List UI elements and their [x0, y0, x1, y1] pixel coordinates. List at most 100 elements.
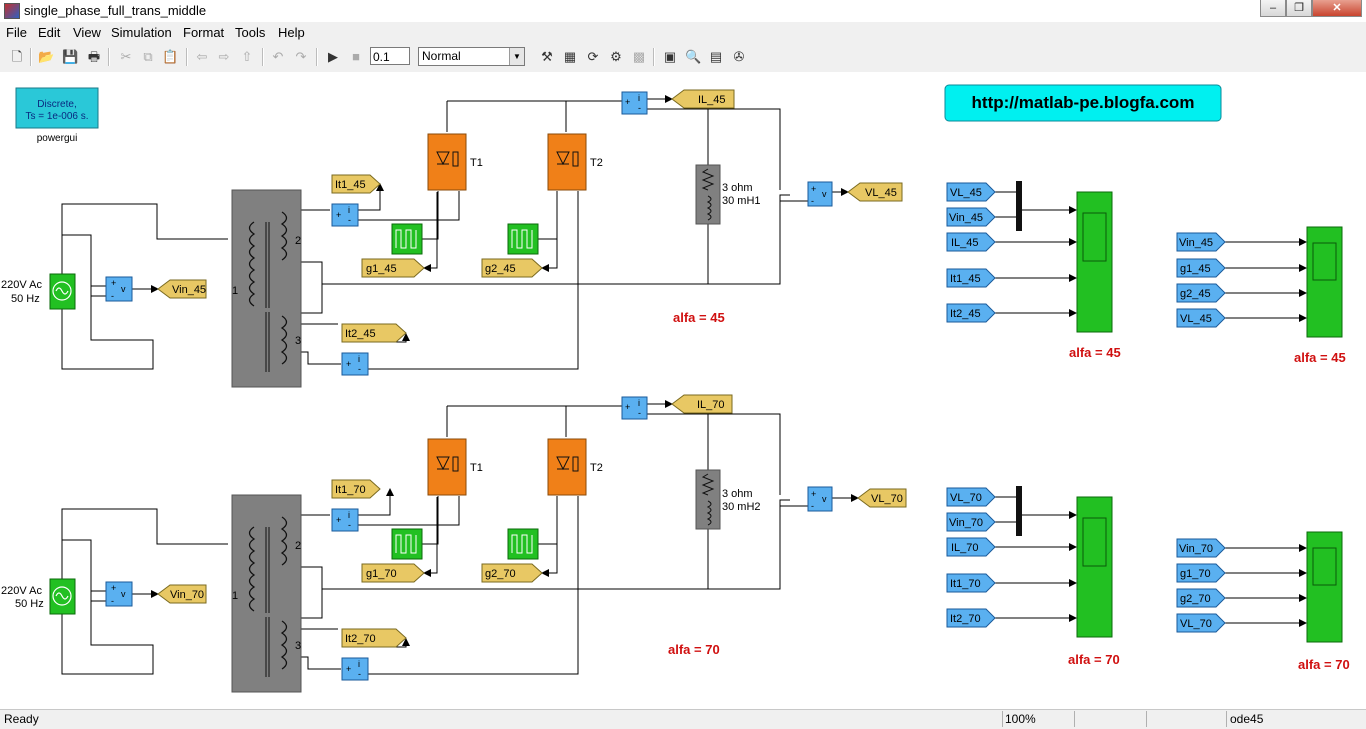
from-tag[interactable]: IL_70 — [946, 537, 996, 557]
goto-tag-vl[interactable]: VL_70 — [857, 488, 907, 508]
from-tag[interactable]: Vin_45 — [946, 207, 996, 227]
debug-icon[interactable]: ⚙ — [610, 49, 622, 64]
goto-tag-vin[interactable]: Vin_45 — [157, 279, 207, 299]
copy-icon[interactable]: ⧉ — [143, 49, 153, 64]
current-measurement-block[interactable]: +i- — [621, 396, 648, 420]
redo-icon[interactable]: ↷ — [295, 49, 307, 64]
goto-tag-it1[interactable]: It1_70 — [331, 479, 381, 499]
current-measurement-block[interactable]: +i- — [331, 203, 359, 227]
goto-tag-it2[interactable]: It2_70 — [341, 628, 407, 648]
debugger-icon[interactable]: ✇ — [733, 49, 745, 64]
grid-icon[interactable]: ▩ — [632, 49, 646, 64]
pulse-generator-2[interactable] — [507, 528, 539, 560]
model-explorer-icon[interactable]: 🔍 — [685, 49, 702, 64]
scope-block[interactable] — [1306, 226, 1343, 338]
current-measurement-block[interactable]: +i- — [341, 657, 369, 681]
refresh-icon[interactable]: ⟳ — [587, 49, 599, 64]
goto-tag-vin[interactable]: Vin_70 — [157, 584, 207, 604]
from-tag[interactable]: Vin_70 — [1176, 538, 1226, 558]
ac-voltage-source[interactable] — [49, 578, 76, 615]
new-model-icon[interactable]: 🗋 — [11, 49, 23, 64]
from-tag[interactable]: It1_70 — [946, 573, 996, 593]
stop-time-input[interactable]: 0.1 — [370, 47, 410, 65]
multi-winding-transformer[interactable]: 1 2 3 — [231, 494, 302, 693]
up-icon[interactable]: ⇧ — [241, 49, 253, 64]
from-tag[interactable]: VL_45 — [1176, 308, 1226, 328]
current-measurement-block[interactable]: +i- — [621, 91, 648, 115]
thyristor-t1[interactable]: T1 — [427, 438, 483, 496]
from-tag[interactable]: g1_45 — [1176, 258, 1226, 278]
undo-icon[interactable]: ↶ — [272, 49, 284, 64]
back-icon[interactable]: ⇦ — [196, 49, 208, 64]
current-measurement-block[interactable]: +i- — [331, 508, 359, 532]
paste-icon[interactable]: 📋 — [162, 49, 179, 64]
from-tag[interactable]: g2_70 — [1176, 588, 1226, 608]
build-icon[interactable]: ⚒ — [541, 49, 553, 64]
chevron-down-icon[interactable]: ▼ — [509, 48, 524, 65]
properties-icon[interactable]: ▤ — [709, 49, 723, 64]
rl-load[interactable]: 3 ohm 30 mH1 — [695, 164, 761, 225]
pulse-generator-2[interactable] — [507, 223, 539, 255]
update-diagram-icon[interactable]: ▦ — [563, 49, 577, 64]
from-tag[interactable]: It1_45 — [946, 268, 996, 288]
menu-edit[interactable]: Edit — [38, 25, 61, 40]
menu-format[interactable]: Format — [183, 25, 225, 40]
voltage-measurement-block[interactable]: +v- — [105, 581, 133, 607]
diagram-canvas[interactable]: Discrete, Ts = 1e-006 s. powergui http:/… — [0, 72, 1366, 709]
goto-tag-g2[interactable]: g2_70 — [481, 563, 543, 583]
menu-file[interactable]: File — [6, 25, 27, 40]
voltage-measurement-block[interactable]: +v- — [807, 486, 833, 512]
goto-tag-g1[interactable]: g1_45 — [361, 258, 425, 278]
forward-icon[interactable]: ⇨ — [218, 49, 230, 64]
ac-voltage-source[interactable] — [49, 273, 76, 310]
powergui-block[interactable]: Discrete, Ts = 1e-006 s. powergui — [15, 87, 99, 144]
from-tag[interactable]: It2_45 — [946, 303, 996, 323]
mux-block[interactable] — [1016, 486, 1022, 536]
goto-tag-il[interactable]: IL_45 — [671, 89, 735, 109]
from-tag[interactable]: VL_70 — [1176, 613, 1226, 633]
menu-help[interactable]: Help — [278, 25, 305, 40]
start-simulation-icon[interactable]: ▶ — [328, 49, 338, 64]
from-tag[interactable]: Vin_70 — [946, 512, 996, 532]
goto-tag-it2[interactable]: It2_45 — [341, 323, 407, 343]
menu-simulation[interactable]: Simulation — [111, 25, 172, 40]
save-icon[interactable]: 💾 — [62, 49, 79, 64]
scope-block[interactable] — [1306, 531, 1343, 643]
from-tag[interactable]: Vin_45 — [1176, 232, 1226, 252]
multi-winding-transformer[interactable]: 1 2 3 — [231, 189, 302, 388]
minimize-button[interactable]: ‒ — [1260, 0, 1286, 17]
voltage-measurement-block[interactable]: +v- — [807, 181, 833, 207]
close-button[interactable]: ✕ — [1312, 0, 1362, 17]
menu-tools[interactable]: Tools — [235, 25, 266, 40]
thyristor-t2[interactable]: T2 — [547, 133, 603, 191]
rl-load[interactable]: 3 ohm 30 mH2 — [695, 469, 761, 530]
print-icon[interactable]: 🖶 — [87, 49, 101, 64]
goto-tag-g1[interactable]: g1_70 — [361, 563, 425, 583]
scope-block[interactable] — [1076, 496, 1113, 638]
from-tag[interactable]: g1_70 — [1176, 563, 1226, 583]
pulse-generator-1[interactable] — [391, 223, 423, 255]
open-icon[interactable]: 📂 — [38, 49, 55, 64]
menu-view[interactable]: View — [73, 25, 101, 40]
cut-icon[interactable]: ✂ — [120, 49, 132, 64]
mux-block[interactable] — [1016, 181, 1022, 231]
pulse-generator-1[interactable] — [391, 528, 423, 560]
library-browser-icon[interactable]: ▣ — [663, 49, 677, 64]
goto-tag-g2[interactable]: g2_45 — [481, 258, 543, 278]
thyristor-t1[interactable]: T1 — [427, 133, 483, 191]
thyristor-t2[interactable]: T2 — [547, 438, 603, 496]
from-tag[interactable]: VL_45 — [946, 182, 996, 202]
restore-button[interactable]: ❐ — [1286, 0, 1312, 17]
from-tag[interactable]: It2_70 — [946, 608, 996, 628]
voltage-measurement-block[interactable]: +v- — [105, 276, 133, 302]
from-tag[interactable]: IL_45 — [946, 232, 996, 252]
goto-tag-il[interactable]: IL_70 — [671, 394, 733, 414]
goto-tag-vl[interactable]: VL_45 — [847, 182, 903, 202]
from-tag[interactable]: g2_45 — [1176, 283, 1226, 303]
scope-block[interactable] — [1076, 191, 1113, 333]
current-measurement-block[interactable]: +i- — [341, 352, 369, 376]
from-tag[interactable]: VL_70 — [946, 487, 996, 507]
goto-tag-it1[interactable]: It1_45 — [331, 174, 381, 194]
stop-simulation-icon[interactable]: ■ — [352, 49, 360, 64]
simulation-mode-select[interactable]: Normal ▼ — [418, 47, 525, 66]
